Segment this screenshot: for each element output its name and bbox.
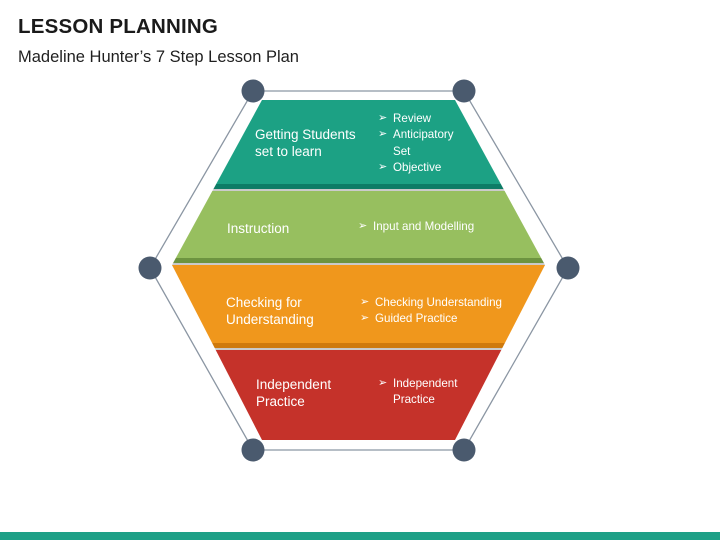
band-label-getting-students: Getting Students set to learn bbox=[255, 127, 356, 160]
bottom-accent-bar bbox=[0, 532, 720, 540]
list-item: ➢ Guided Practice bbox=[360, 311, 545, 327]
node-top-left[interactable] bbox=[241, 79, 265, 103]
list-item-label: Objective bbox=[393, 161, 442, 175]
list-item-label: Review bbox=[393, 112, 432, 125]
node-bottom-left[interactable] bbox=[241, 438, 265, 462]
arrow-bullet-icon: ➢ bbox=[378, 161, 388, 174]
hexagon-bands bbox=[150, 100, 570, 440]
band-items-getting-students: ➢ Review ➢ Anticipatory Set ➢ Objective bbox=[378, 111, 513, 177]
list-item: ➢ Review bbox=[378, 111, 513, 127]
node-middle-left[interactable] bbox=[138, 256, 162, 280]
list-item-label: Anticipatory Set bbox=[393, 128, 454, 158]
page-title: LESSON PLANNING bbox=[18, 15, 219, 38]
page-subtitle: Madeline Hunter’s 7 Step Lesson Plan bbox=[18, 47, 299, 66]
list-item: ➢ Checking Understanding bbox=[360, 295, 545, 311]
band-items-independent-practice: ➢ Independent Practice bbox=[378, 376, 508, 409]
arrow-bullet-icon: ➢ bbox=[360, 312, 370, 325]
list-item: ➢ Input and Modelling bbox=[358, 219, 533, 235]
band-label-independent-practice: Independent Practice bbox=[256, 377, 332, 410]
band-label-checking-for-understanding: Checking for Understanding bbox=[226, 295, 314, 328]
node-top-right[interactable] bbox=[452, 79, 476, 103]
list-item: ➢ Anticipatory Set bbox=[378, 127, 513, 160]
arrow-bullet-icon: ➢ bbox=[360, 296, 370, 308]
arrow-bullet-icon: ➢ bbox=[378, 112, 388, 124]
band-label-instruction: Instruction bbox=[227, 221, 290, 236]
list-item-label: Independent Practice bbox=[393, 377, 458, 407]
list-item-label: Guided Practice bbox=[375, 312, 458, 326]
header: LESSON PLANNING Madeline Hunter’s 7 Step… bbox=[18, 15, 618, 66]
arrow-bullet-icon: ➢ bbox=[378, 128, 388, 141]
node-middle-right[interactable] bbox=[556, 256, 580, 280]
node-bottom-right[interactable] bbox=[452, 438, 476, 462]
list-item: ➢ Independent Practice bbox=[378, 376, 508, 409]
band-items-checking-for-understanding: ➢ Checking Understanding ➢ Guided Practi… bbox=[360, 295, 545, 328]
arrow-bullet-icon: ➢ bbox=[378, 377, 388, 389]
arrow-bullet-icon: ➢ bbox=[358, 220, 368, 232]
band-items-instruction: ➢ Input and Modelling bbox=[358, 219, 533, 235]
list-item-label: Input and Modelling bbox=[373, 220, 475, 233]
list-item: ➢ Objective bbox=[378, 160, 513, 176]
band-instruction[interactable] bbox=[150, 191, 570, 263]
band-checking-for-understanding[interactable] bbox=[150, 265, 570, 348]
list-item-label: Checking Understanding bbox=[375, 296, 502, 309]
